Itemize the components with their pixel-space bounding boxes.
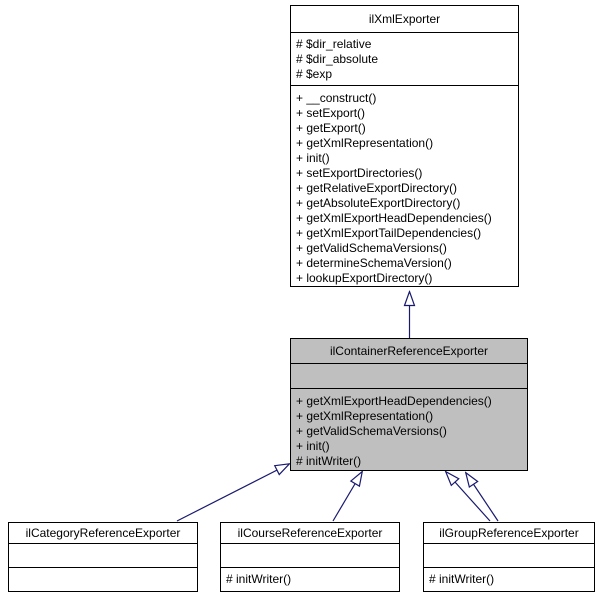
methods-compartment: # initWriter() bbox=[424, 567, 594, 591]
method-item: + lookupExportDirectory() bbox=[296, 271, 433, 285]
method-item: + getXmlExportTailDependencies() bbox=[296, 226, 482, 240]
attributes-compartment: # $dir_relative # $dir_absolute # $exp bbox=[291, 32, 518, 85]
class-name: ilGroupReferenceExporter bbox=[439, 526, 579, 540]
class-name: ilContainerReferenceExporter bbox=[329, 344, 489, 358]
method-item: + determineSchemaVersion() bbox=[296, 256, 452, 270]
method-item: # initWriter() bbox=[429, 572, 495, 586]
attributes-compartment bbox=[291, 363, 527, 388]
method-item: + getRelativeExportDirectory() bbox=[296, 181, 458, 195]
class-name: ilCategoryReferenceExporter bbox=[25, 526, 181, 540]
method-item: + __construct() bbox=[296, 91, 377, 105]
class-box-il-course-reference-exporter[interactable]: ilCourseReferenceExporter # initWriter() bbox=[220, 522, 400, 592]
class-name: ilXmlExporter bbox=[368, 12, 441, 26]
method-item: + getXmlExportHeadDependencies() bbox=[296, 394, 492, 408]
method-item: + setExport() bbox=[296, 106, 366, 120]
inheritance-arrow-category-to-container bbox=[176, 464, 289, 522]
method-item: + getXmlRepresentation() bbox=[296, 409, 434, 423]
methods-compartment: # initWriter() bbox=[221, 567, 399, 591]
attribute-item: # $dir_relative bbox=[296, 37, 372, 51]
attribute-item: # $exp bbox=[296, 67, 333, 81]
methods-compartment bbox=[9, 567, 197, 591]
attributes-compartment bbox=[424, 543, 594, 567]
method-item: + getValidSchemaVersions() bbox=[296, 424, 447, 438]
inheritance-arrow-course-to-container bbox=[332, 472, 362, 522]
method-item: # initWriter() bbox=[296, 454, 362, 468]
attributes-compartment bbox=[221, 543, 399, 567]
attributes-compartment bbox=[9, 543, 197, 567]
method-item: + getExport() bbox=[296, 121, 366, 135]
inheritance-arrow-group-to-container-2 bbox=[466, 473, 499, 522]
inheritance-arrow-group-to-container-1 bbox=[446, 472, 491, 522]
class-box-il-container-reference-exporter[interactable]: ilContainerReferenceExporter + getXmlExp… bbox=[290, 338, 528, 471]
method-item: + init() bbox=[296, 151, 330, 165]
method-item: # initWriter() bbox=[226, 572, 292, 586]
attribute-item: # $dir_absolute bbox=[296, 52, 379, 66]
method-item: + setExportDirectories() bbox=[296, 166, 423, 180]
class-name: ilCourseReferenceExporter bbox=[237, 526, 383, 540]
class-box-il-xml-exporter[interactable]: ilXmlExporter # $dir_relative # $dir_abs… bbox=[290, 5, 519, 287]
methods-compartment: + getXmlExportHeadDependencies() + getXm… bbox=[291, 388, 527, 470]
method-item: + getXmlRepresentation() bbox=[296, 136, 434, 150]
class-box-il-group-reference-exporter[interactable]: ilGroupReferenceExporter # initWriter() bbox=[423, 522, 595, 592]
methods-compartment: + __construct() + setExport() + getExpor… bbox=[291, 85, 518, 286]
method-item: + getXmlExportHeadDependencies() bbox=[296, 211, 492, 225]
method-item: + getValidSchemaVersions() bbox=[296, 241, 447, 255]
class-box-il-category-reference-exporter[interactable]: ilCategoryReferenceExporter bbox=[8, 522, 198, 592]
method-item: + init() bbox=[296, 439, 330, 453]
method-item: + getAbsoluteExportDirectory() bbox=[296, 196, 461, 210]
